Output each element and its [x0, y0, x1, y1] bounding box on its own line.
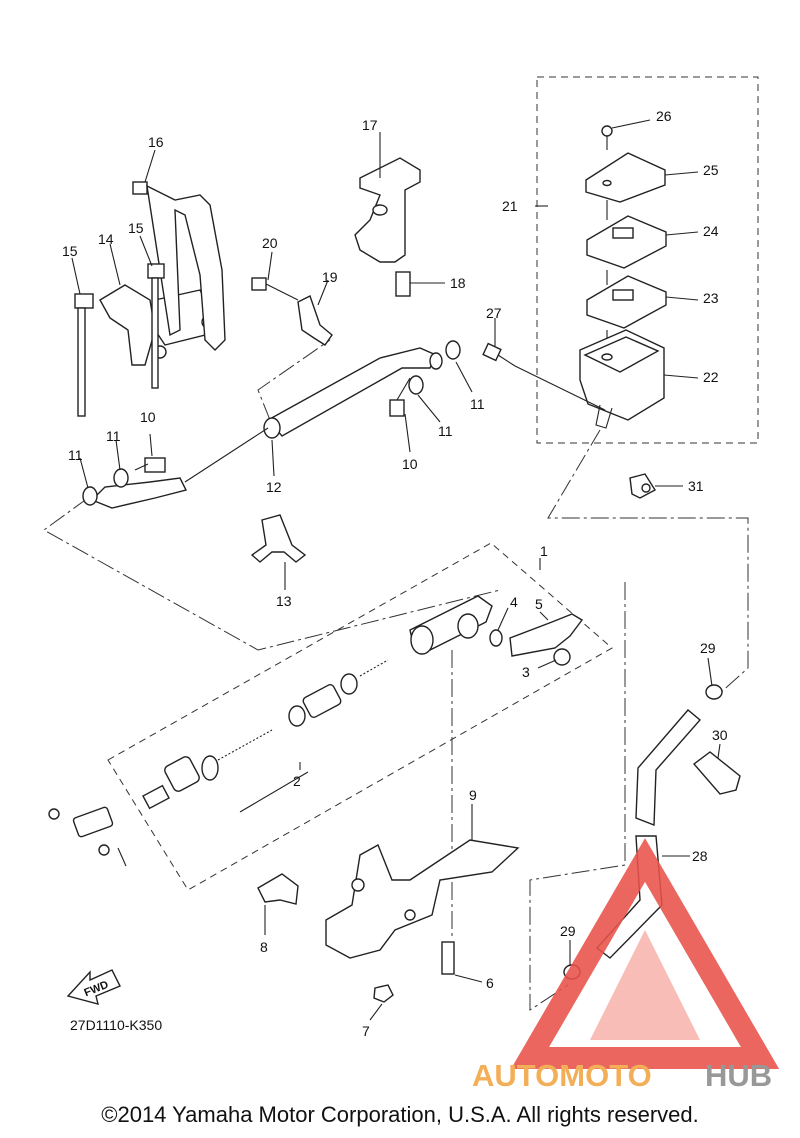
part-11-washer-a — [445, 340, 461, 360]
callout-15-upper: 15 — [128, 220, 144, 236]
callout-23: 23 — [703, 290, 719, 306]
reference-line-reservoir — [547, 429, 749, 696]
callout-31: 31 — [688, 478, 704, 494]
callout-26: 26 — [656, 108, 672, 124]
callout-2: 2 — [293, 773, 301, 789]
part-15-cable-tie-b — [147, 263, 165, 389]
part-11-washer-d — [82, 486, 98, 506]
part-16-bolt-bracket — [132, 181, 226, 351]
callout-11-d: 11 — [68, 447, 83, 463]
reference-line-lower — [529, 582, 626, 1011]
callout-11-a: 11 — [470, 396, 485, 412]
callout-29-upper: 29 — [700, 640, 716, 656]
part-25-cap — [585, 152, 666, 203]
callout-20: 20 — [262, 235, 278, 251]
part-26-screw-head — [601, 125, 613, 137]
callout-12: 12 — [266, 479, 282, 495]
callout-9: 9 — [469, 787, 477, 803]
callout-5: 5 — [535, 596, 543, 612]
watermark-text-hub: HUB — [705, 1058, 772, 1093]
clevis-assembly — [48, 806, 127, 867]
callout-6: 6 — [486, 975, 494, 991]
callout-18: 18 — [450, 275, 466, 291]
leader-lines — [71, 119, 721, 1021]
callout-1: 1 — [540, 543, 548, 559]
callout-28: 28 — [692, 848, 708, 864]
callout-10-a: 10 — [402, 456, 418, 472]
callout-3: 3 — [522, 664, 530, 680]
part-30-switch — [692, 751, 741, 795]
callout-10-b: 10 — [140, 409, 156, 425]
callout-11-b: 11 — [438, 423, 453, 439]
callout-8: 8 — [260, 939, 268, 955]
part-29-clamp-upper — [705, 684, 723, 700]
reference-code: 27D1110-K350 — [70, 1017, 162, 1033]
callout-11-c: 11 — [106, 428, 121, 444]
part-10-bolt-a — [389, 377, 411, 417]
part-12-hose-upper — [90, 347, 443, 509]
callout-24: 24 — [703, 223, 719, 239]
part-31-clip — [629, 473, 656, 499]
callout-4: 4 — [510, 594, 518, 610]
part-23-diaphragm — [586, 275, 667, 329]
callout-27: 27 — [486, 305, 502, 321]
part-10-bolt-b — [134, 457, 166, 473]
part-17-bracket — [354, 157, 421, 263]
watermark-logo: AUTOMOTO HUB — [472, 838, 780, 1093]
part-27-bolt — [482, 342, 502, 362]
reference-line-upper-hose — [257, 339, 331, 421]
callout-15-lower: 15 — [62, 243, 78, 259]
part-5-hose-fitting — [509, 613, 584, 657]
callout-16: 16 — [148, 134, 164, 150]
reservoir-assembly — [482, 125, 667, 429]
callout-13: 13 — [276, 593, 292, 609]
part-18-bolt — [395, 271, 411, 297]
part-4-o-ring — [489, 629, 503, 647]
part-3-washer — [553, 648, 571, 666]
callout-25: 25 — [703, 162, 719, 178]
fwd-arrow-icon: FWD — [66, 969, 121, 1005]
part-15-cable-tie-a — [74, 293, 94, 417]
callout-14: 14 — [98, 231, 114, 247]
part-9-pedal-bracket — [325, 839, 520, 959]
watermark-text-auto: AUTOMOTO — [472, 1058, 652, 1093]
part-11-washer-b — [408, 375, 424, 395]
part-24-plate — [586, 215, 667, 269]
reference-line-hose — [43, 497, 501, 651]
callout-29-lower: 29 — [560, 923, 576, 939]
group-box-21 — [536, 76, 759, 444]
part-11-washer-c — [113, 468, 129, 488]
part-7-nut — [373, 984, 394, 1003]
part-8-clip — [257, 873, 299, 905]
part-6-bolt — [441, 941, 455, 975]
callout-22: 22 — [703, 369, 719, 385]
callout-21: 21 — [502, 198, 518, 214]
copyright-notice: ©2014 Yamaha Motor Corporation, U.S.A. A… — [101, 1102, 699, 1127]
callout-17: 17 — [362, 117, 378, 133]
part-20-bolt — [251, 277, 299, 301]
part-2-cylinder-kit — [142, 659, 389, 810]
callout-labels: 26 25 21 24 23 27 22 31 17 18 20 19 16 1… — [62, 108, 728, 1039]
callout-7: 7 — [362, 1023, 370, 1039]
group-box-1 — [107, 542, 613, 891]
part-19-bracket — [297, 295, 333, 346]
watermark-triangle-icon — [510, 838, 780, 1069]
part-13-bracket — [250, 514, 307, 563]
part-1-master-cylinder — [409, 595, 493, 655]
callout-19: 19 — [322, 269, 338, 285]
callout-30: 30 — [712, 727, 728, 743]
